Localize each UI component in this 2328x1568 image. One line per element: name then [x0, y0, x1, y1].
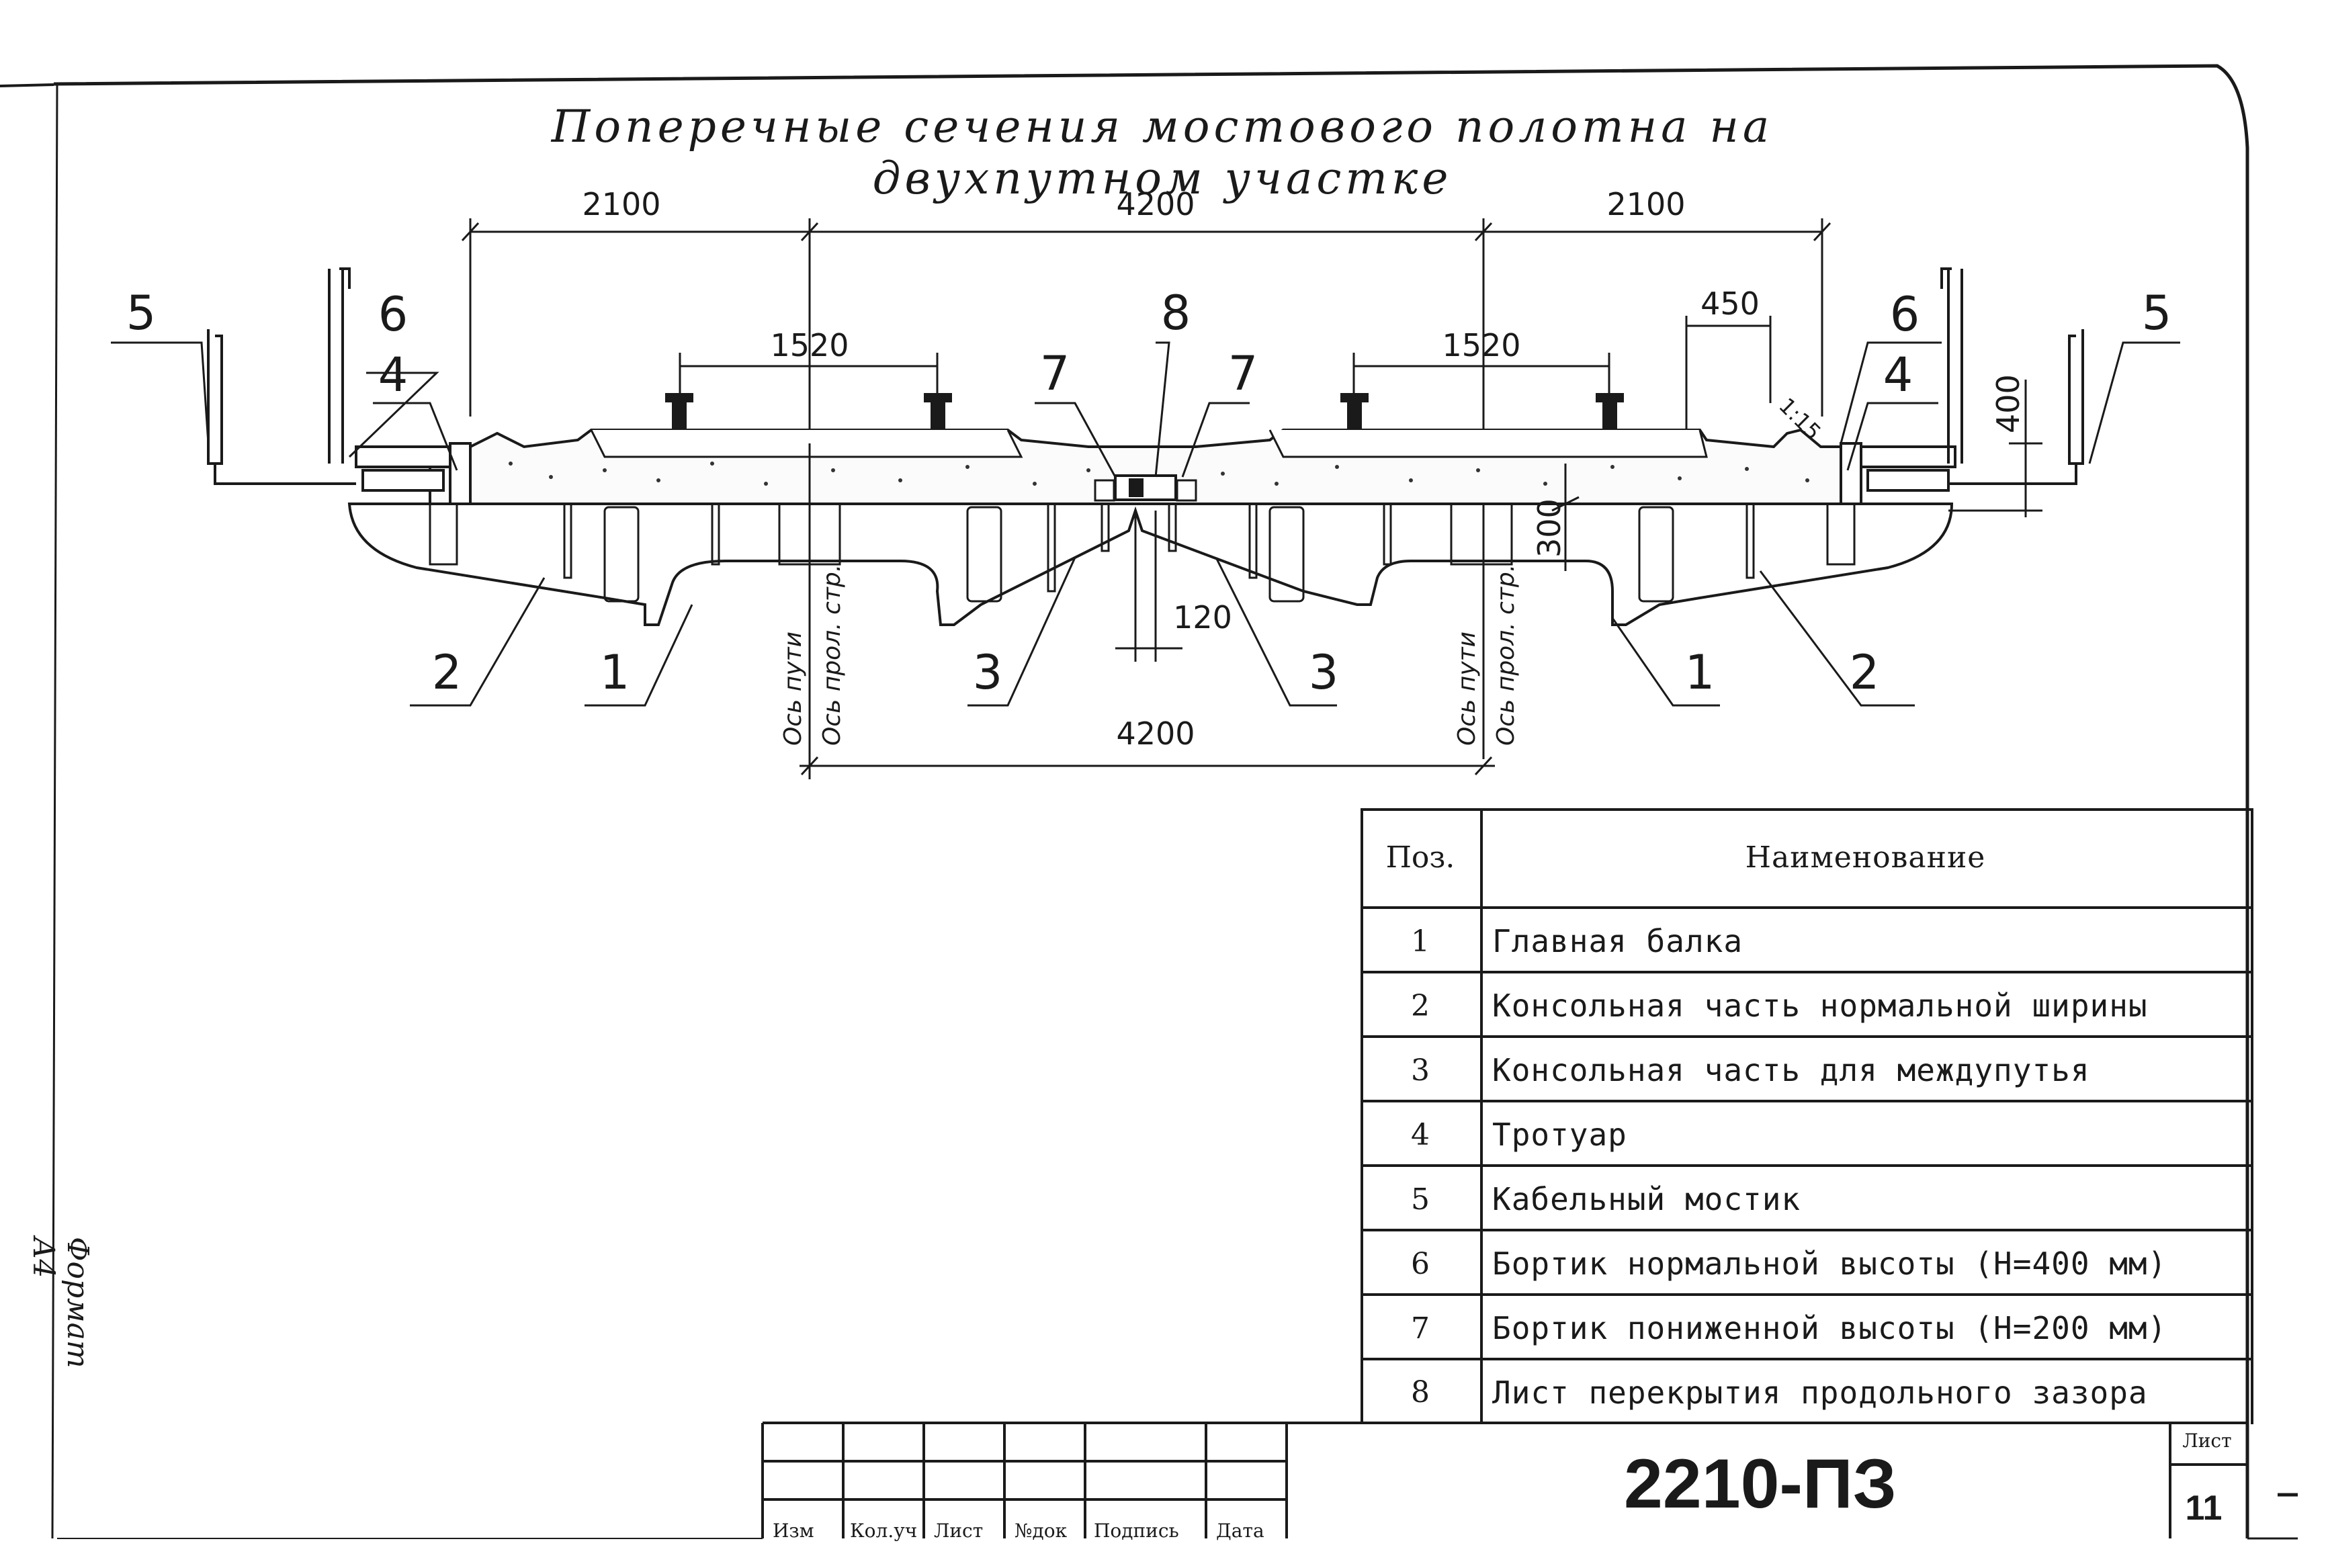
drawing-title: Поперечные сечения мостового полотна на …	[551, 101, 1774, 204]
dim-depth-300: 300	[1531, 498, 1567, 558]
row-name: Лист перекрытия продольного зазора	[1492, 1374, 2148, 1411]
sheet-frame	[53, 64, 2249, 1538]
format-label: Формат А4	[26, 1237, 95, 1368]
row-name: Консольная часть для междупутья	[1492, 1052, 2090, 1088]
callout-4-left: 4	[378, 347, 408, 402]
callout-leaders	[111, 341, 2180, 707]
row-name: Тротуар	[1492, 1117, 1627, 1153]
table-row: 5 Кабельный мостик	[1361, 1164, 2251, 1231]
stamp-col-ndok: №док	[1015, 1520, 1068, 1542]
cable-bridge-left	[207, 267, 356, 485]
table-row: 2 Консольная часть нормальной ширины	[1361, 971, 2251, 1038]
callout-3-right: 3	[1309, 645, 1339, 700]
row-pos: 4	[1411, 1117, 1430, 1152]
callout-1-right: 1	[1685, 645, 1715, 700]
row-pos: 2	[1411, 988, 1430, 1023]
row-pos: 8	[1411, 1375, 1430, 1409]
stamp-grid	[761, 1422, 2247, 1538]
sidewalk-left	[355, 442, 472, 505]
callout-7-right: 7	[1228, 346, 1258, 401]
stamp-col-podpis: Подпись	[1094, 1520, 1179, 1542]
table-row: 4 Тротуар	[1361, 1100, 2251, 1167]
sheet-label: Лист	[2182, 1430, 2232, 1452]
specification-table: Поз. Наименование 1 Главная балка 2 Конс…	[1361, 808, 2253, 1424]
bottom-dimension	[800, 443, 1495, 779]
row-pos: 5	[1411, 1182, 1430, 1217]
row-pos: 6	[1411, 1246, 1430, 1281]
sleeper-right	[1268, 429, 1708, 458]
table-row: 3 Консольная часть для междупутья	[1361, 1035, 2251, 1102]
table-row: 6 Бортик нормальной высоты (Н=400 мм)	[1361, 1229, 2251, 1296]
sheet-number: 11	[2185, 1489, 2223, 1528]
joint-cover-plate	[1114, 474, 1177, 501]
header-pos: Поз.	[1385, 840, 1455, 875]
callout-3-left: 3	[973, 645, 1003, 700]
low-curb-right	[1176, 479, 1197, 502]
table-row: 7 Бортик пониженной высоты (Н=200 мм)	[1361, 1293, 2251, 1360]
axis-track-left: Ось пути	[779, 631, 807, 746]
table-header-row: Поз. Наименование	[1361, 808, 2251, 906]
low-curb-left	[1094, 479, 1115, 502]
table-row: 8 Лист перекрытия продольного зазора	[1361, 1358, 2251, 1424]
callout-6-right: 6	[1890, 287, 1920, 342]
rails	[665, 393, 1624, 430]
stamp-col-kol: Кол.уч	[850, 1520, 918, 1542]
row-pos: 1	[1411, 924, 1430, 959]
dim-top-left: 2100	[582, 186, 660, 222]
dim-gap-120: 120	[1173, 599, 1232, 636]
girder-outline	[347, 503, 1954, 626]
axis-span-left: Ось прол. стр.	[818, 564, 846, 746]
dim-top-right: 2100	[1606, 186, 1685, 222]
axis-track-right: Ось пути	[1453, 631, 1481, 746]
row-pos: 3	[1411, 1053, 1430, 1088]
dim-curb-width: 450	[1700, 286, 1760, 322]
sleeper-left	[590, 429, 1023, 458]
callout-4-right: 4	[1883, 347, 1913, 402]
row-name: Бортик нормальной высоты (Н=400 мм)	[1492, 1246, 2167, 1282]
callout-1-left: 1	[600, 645, 630, 700]
callout-6-left: 6	[378, 287, 408, 342]
cable-bridge-right	[1940, 267, 2084, 485]
sidewalk-right	[1840, 442, 1956, 505]
row-pos: 7	[1411, 1311, 1430, 1346]
callout-2-right: 2	[1850, 645, 1880, 700]
stamp-col-data: Дата	[1216, 1520, 1264, 1542]
girder-stiffeners	[429, 503, 1856, 603]
header-name: Наименование	[1745, 840, 1986, 875]
callout-8: 8	[1161, 286, 1191, 341]
callout-2-left: 2	[432, 645, 462, 700]
axis-span-right: Ось прол. стр.	[1492, 564, 1520, 746]
sheet-frame-left	[51, 83, 58, 1539]
document-code: 2210-ПЗ	[1624, 1445, 1897, 1523]
row-name: Консольная часть нормальной ширины	[1492, 988, 2148, 1024]
dim-gauge-right: 1520	[1442, 327, 1520, 363]
callout-7-left: 7	[1040, 346, 1070, 401]
dim-height-400: 400	[1990, 374, 2026, 433]
callout-5-left: 5	[126, 286, 157, 341]
row-name: Кабельный мостик	[1492, 1181, 1801, 1217]
stamp-col-list: Лист	[934, 1520, 984, 1542]
dim-bottom-center: 4200	[1116, 715, 1195, 752]
ballast-texture	[509, 462, 1809, 486]
table-row: 1 Главная балка	[1361, 906, 2251, 973]
callout-5-right: 5	[2142, 286, 2172, 341]
row-name: Главная балка	[1492, 923, 1743, 959]
dim-top-center: 4200	[1116, 186, 1195, 222]
top-dimension-chain	[461, 218, 1831, 759]
row-name: Бортик пониженной высоты (Н=200 мм)	[1492, 1310, 2167, 1346]
dim-gauge-left: 1520	[770, 327, 849, 363]
stamp-col-izm: Изм	[773, 1520, 814, 1542]
